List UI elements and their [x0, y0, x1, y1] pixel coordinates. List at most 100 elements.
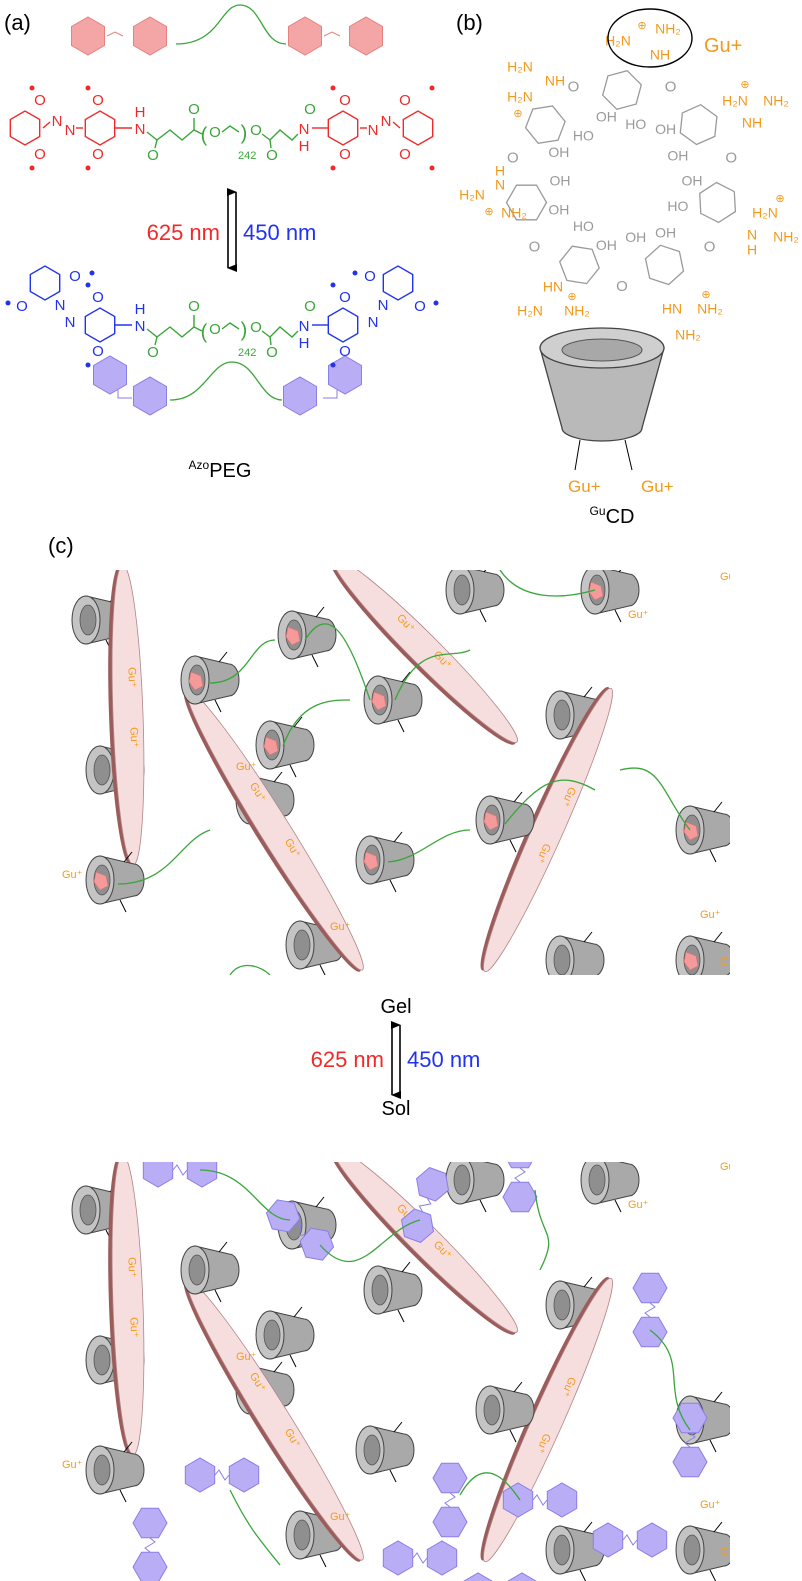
benzene-ring: [402, 110, 434, 146]
azo-nitrogen: N: [65, 122, 76, 139]
azo-nitrogen: N: [368, 122, 379, 139]
hydroxyl-label: OH: [550, 173, 571, 189]
cup-cavity: [93, 1454, 111, 1486]
azo-link: [172, 1164, 188, 1176]
methoxy-oxygen: O: [399, 146, 411, 163]
hydroxyl-label: OH: [655, 224, 676, 240]
methoxy-oxygen: O: [34, 92, 46, 109]
bond: [269, 336, 272, 346]
hydroxyl-label: HO: [667, 198, 688, 214]
tether-line: [710, 980, 716, 992]
guanidinium-atom: N: [495, 177, 505, 193]
peg-chain: [649, 1329, 691, 1431]
hexagon-icon: [133, 376, 167, 416]
hexagon-icon: [592, 1522, 624, 1558]
azobenzene-cartoon: [265, 1199, 335, 1261]
azo-link: [214, 1469, 230, 1481]
glycosidic-oxygen: O: [665, 78, 677, 95]
peg-chain: [499, 570, 596, 597]
gu-plus-label: Gu⁺: [127, 727, 140, 748]
hexagon-icon: [502, 1181, 538, 1213]
hydroxyl-label: OH: [596, 237, 617, 253]
cyclodextrin-cup: [580, 1162, 640, 1213]
guanidinium-atom: N: [747, 227, 757, 243]
tether-line: [619, 1162, 620, 1163]
hydroxyl-label: OH: [548, 201, 569, 217]
hexagon-icon: [228, 1457, 260, 1493]
carbonyl-oxygen: O: [147, 147, 159, 164]
azo-nitrogen: N: [52, 113, 63, 130]
ether-oxygen: O: [209, 124, 221, 141]
gucd-cartoon: Gu+Gu+: [539, 327, 674, 496]
hexagon-icon: [672, 1402, 708, 1434]
cup-cavity: [588, 1164, 606, 1196]
peg-chain: [169, 361, 283, 401]
methoxy-oxygen: O: [92, 343, 104, 360]
bracket-close: ): [241, 122, 248, 144]
hydroxyl-label: HO: [625, 116, 646, 132]
hexagon-icon: [288, 16, 322, 56]
peg-chain: [319, 1219, 421, 1262]
gu-plus-legend: Gu+: [704, 35, 742, 57]
clay-nanosheet: Gu⁺Gu⁺: [330, 1162, 518, 1335]
methoxy-oxygen: O: [399, 92, 411, 109]
methyl-dot: [330, 362, 336, 368]
tether-line: [583, 686, 593, 698]
gel-state-label: Gel: [380, 996, 411, 1018]
benzene-ring: [84, 307, 116, 343]
hexagon-icon: [142, 1162, 174, 1188]
glucose-unit: [601, 69, 643, 111]
glucose-unit: [699, 181, 737, 224]
gu-plus-label: Gu⁺: [628, 1199, 649, 1211]
guanidinium-atom: ⊕: [637, 20, 646, 32]
cup-cavity: [263, 1319, 281, 1351]
tether-line: [401, 1261, 411, 1273]
azo-link: [144, 1537, 156, 1553]
cyclodextrin-cup: [255, 1306, 315, 1368]
cup-cavity: [93, 754, 111, 786]
guanidinium-atom: HN: [543, 279, 563, 295]
gu-plus-label: Gu⁺: [628, 609, 649, 621]
cup-cavity: [79, 604, 97, 636]
cup-cavity: [553, 1289, 571, 1321]
methyl-dot: [429, 85, 435, 91]
tether-line: [218, 651, 228, 663]
cup-cavity: [453, 574, 471, 606]
azo-link: [644, 1302, 656, 1318]
peg-chain: [504, 779, 596, 825]
azopeg-name: AzoPEG: [189, 458, 252, 482]
tether-line: [319, 1554, 327, 1568]
hydroxyl-label: OH: [667, 148, 688, 164]
azo-link: [684, 1432, 696, 1448]
peg-chain: [229, 1489, 281, 1566]
glycosidic-oxygen: O: [725, 150, 737, 167]
cyclodextrin-cup: [255, 716, 315, 778]
methyl-dot: [85, 362, 91, 368]
tether-line: [218, 1241, 228, 1253]
guanidinium-atom: ⊕: [567, 291, 576, 303]
hexagon-icon: [672, 1446, 708, 1478]
methyl-dot: [429, 165, 435, 171]
tether-line: [479, 609, 487, 623]
bond: [261, 129, 299, 141]
guanidinium-atom: NH: [742, 115, 762, 131]
tether-line: [311, 654, 319, 668]
methyl-dot: [85, 282, 91, 288]
cup-cavity: [293, 1519, 311, 1551]
carbonyl-oxygen: O: [266, 344, 278, 361]
methyl-dot: [29, 165, 35, 171]
hexagon-icon: [636, 1522, 668, 1558]
gu-plus-label: Gu⁺: [236, 1351, 257, 1363]
bond: [146, 326, 203, 338]
cyclodextrin-cup: [445, 570, 505, 623]
amide-hydrogen: H: [135, 301, 146, 318]
azo-link: [418, 1198, 432, 1212]
tether-line: [273, 771, 283, 783]
gu-plus-label: Gu⁺: [125, 1257, 138, 1278]
cyclodextrin-cup: [675, 801, 730, 863]
tether-line: [119, 899, 127, 913]
tether-line: [401, 671, 411, 683]
